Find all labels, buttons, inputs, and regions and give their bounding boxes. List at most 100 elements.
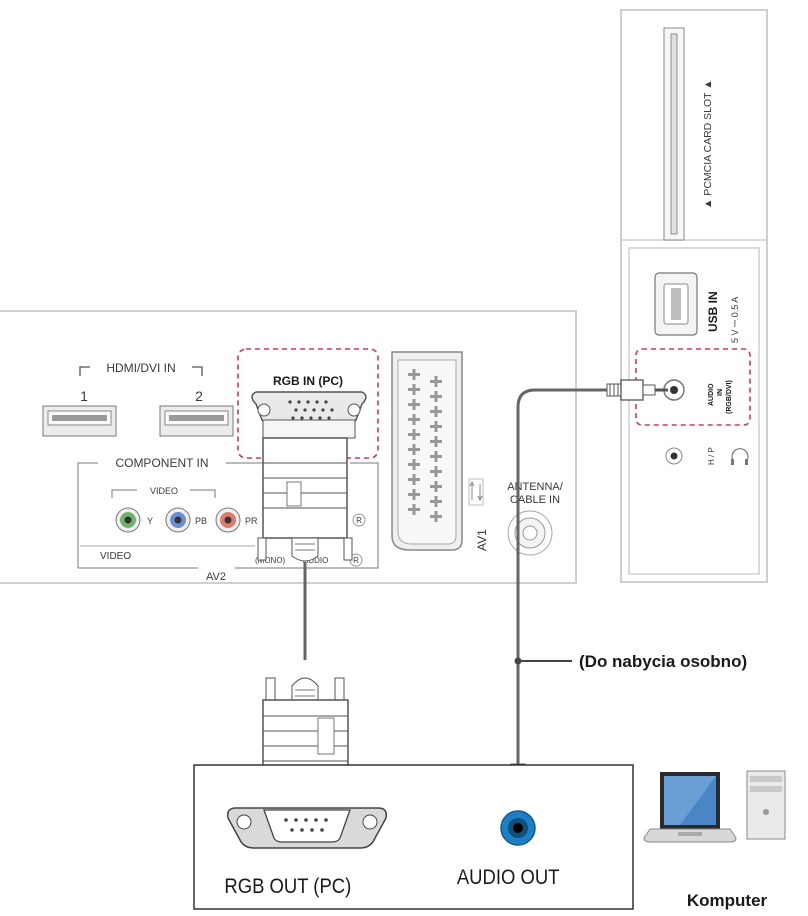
computer-label: Komputer [687, 891, 768, 910]
component-pb-jack[interactable] [165, 507, 191, 533]
scart-pin [434, 406, 438, 417]
vga-pin [327, 416, 331, 420]
scart-pin [412, 459, 416, 470]
usb-label: USB IN [706, 291, 720, 332]
antenna-jack[interactable] [507, 510, 553, 556]
vga-pin [309, 416, 313, 420]
hp-label: H / P [707, 447, 716, 465]
vga-pin [314, 818, 318, 822]
scart-pin [434, 481, 438, 492]
rgb-out-port[interactable] [226, 807, 388, 849]
vga-pin [297, 400, 301, 404]
headphone-icon [731, 448, 749, 463]
vga-plug-tv [251, 391, 367, 562]
hdmi-group: HDMI/DVI IN 1 2 [42, 361, 234, 437]
usb-power-label: 5 V ⎓ 0.5 A [730, 297, 740, 343]
hdmi-port-2[interactable] [159, 405, 234, 437]
scart-pin [412, 429, 416, 440]
scart-pin [434, 421, 438, 432]
component-y-jack[interactable] [115, 507, 141, 533]
hdmi-port-1[interactable] [42, 405, 117, 437]
vga-pin [288, 400, 292, 404]
audio-in-label-3: (RGB/DVI) [726, 380, 733, 414]
rgb-in-label: RGB IN (PC) [273, 374, 343, 388]
vga-pins-pc [284, 818, 328, 832]
vga-pin [324, 400, 328, 404]
audio-in-label-1: AUDIO [708, 383, 715, 406]
side-panel: ▲ PCMCIA CARD SLOT ▲ USB IN 5 V ⎓ 0.5 A … [620, 9, 768, 583]
vga-pins-top [288, 400, 334, 420]
audio-out-label: AUDIO OUT [457, 866, 560, 889]
video-label: VIDEO [100, 551, 131, 562]
vga-pin [303, 408, 307, 412]
scart-pin [434, 376, 438, 387]
video-sub-label: VIDEO [150, 486, 178, 496]
audio-in-jack[interactable] [663, 379, 685, 401]
antenna-label-2: CABLE IN [510, 494, 560, 506]
scart-connector[interactable] [391, 351, 463, 551]
pc-rear-panel: RGB OUT (PC) AUDIO OUT [193, 764, 634, 910]
vga-pin [300, 416, 304, 420]
component-label: COMPONENT IN [115, 456, 208, 470]
headphone-jack[interactable] [665, 447, 683, 465]
hdmi-port-2-label: 2 [195, 388, 203, 404]
usb-port[interactable] [654, 272, 698, 336]
r-mark-upper: R [356, 516, 362, 525]
vga-pin [330, 408, 334, 412]
scart-pin [434, 436, 438, 447]
av2-label: AV2 [206, 571, 226, 583]
pcmcia-label: ▲ PCMCIA CARD SLOT ▲ [702, 79, 714, 209]
rgb-out-label: RGB OUT (PC) [224, 875, 351, 898]
scart-pin [434, 496, 438, 507]
antenna-label-1: ANTENNA/ [507, 481, 564, 493]
cable-note: (Do nabycia osobno) [579, 652, 747, 671]
scart-pins [408, 369, 442, 522]
scart-pin [434, 466, 438, 477]
scart-pin [412, 474, 416, 485]
vga-pin [320, 828, 324, 832]
pcmcia-slot[interactable] [663, 27, 685, 241]
mono-label: (MONO) [255, 556, 286, 565]
audio-in-label-2: IN [717, 389, 724, 396]
vga-pin [312, 408, 316, 412]
scart-pin [412, 369, 416, 380]
audio-label: AUDIO [303, 556, 328, 565]
vga-pin [294, 818, 298, 822]
component-group: COMPONENT IN VIDEO Y PB PR [77, 456, 379, 583]
scart-pin [412, 399, 416, 410]
hdmi-port-1-label: 1 [80, 388, 88, 404]
scart-pin [434, 511, 438, 522]
scart-pin [434, 451, 438, 462]
vga-pin [300, 828, 304, 832]
vga-pin [315, 400, 319, 404]
computer-icon [643, 770, 786, 843]
scart-pin [412, 504, 416, 515]
hdmi-group-label: HDMI/DVI IN [106, 361, 175, 375]
scart-pin [412, 384, 416, 395]
scart-pin [412, 414, 416, 425]
vga-pin [310, 828, 314, 832]
vga-pin [304, 818, 308, 822]
vga-pin [294, 408, 298, 412]
vga-pin [290, 828, 294, 832]
component-pr-jack[interactable] [215, 507, 241, 533]
y-label: Y [147, 516, 153, 526]
scart-pin [434, 391, 438, 402]
scart-pin [412, 489, 416, 500]
scart-pin [412, 444, 416, 455]
av1-label: AV1 [475, 529, 489, 551]
pb-label: PB [195, 516, 207, 526]
av1-indicator: AV1 [468, 478, 489, 551]
pr-label: PR [245, 516, 258, 526]
audio-plug-tv [606, 379, 668, 401]
rgb-in-highlight [237, 348, 379, 459]
vga-pin [291, 416, 295, 420]
vga-pin [318, 416, 322, 420]
vga-pin [284, 818, 288, 822]
audio-out-port[interactable] [500, 810, 536, 846]
vga-pin [324, 818, 328, 822]
vga-pin [321, 408, 325, 412]
vga-pin [306, 400, 310, 404]
r-mark-lower: R [353, 556, 359, 565]
